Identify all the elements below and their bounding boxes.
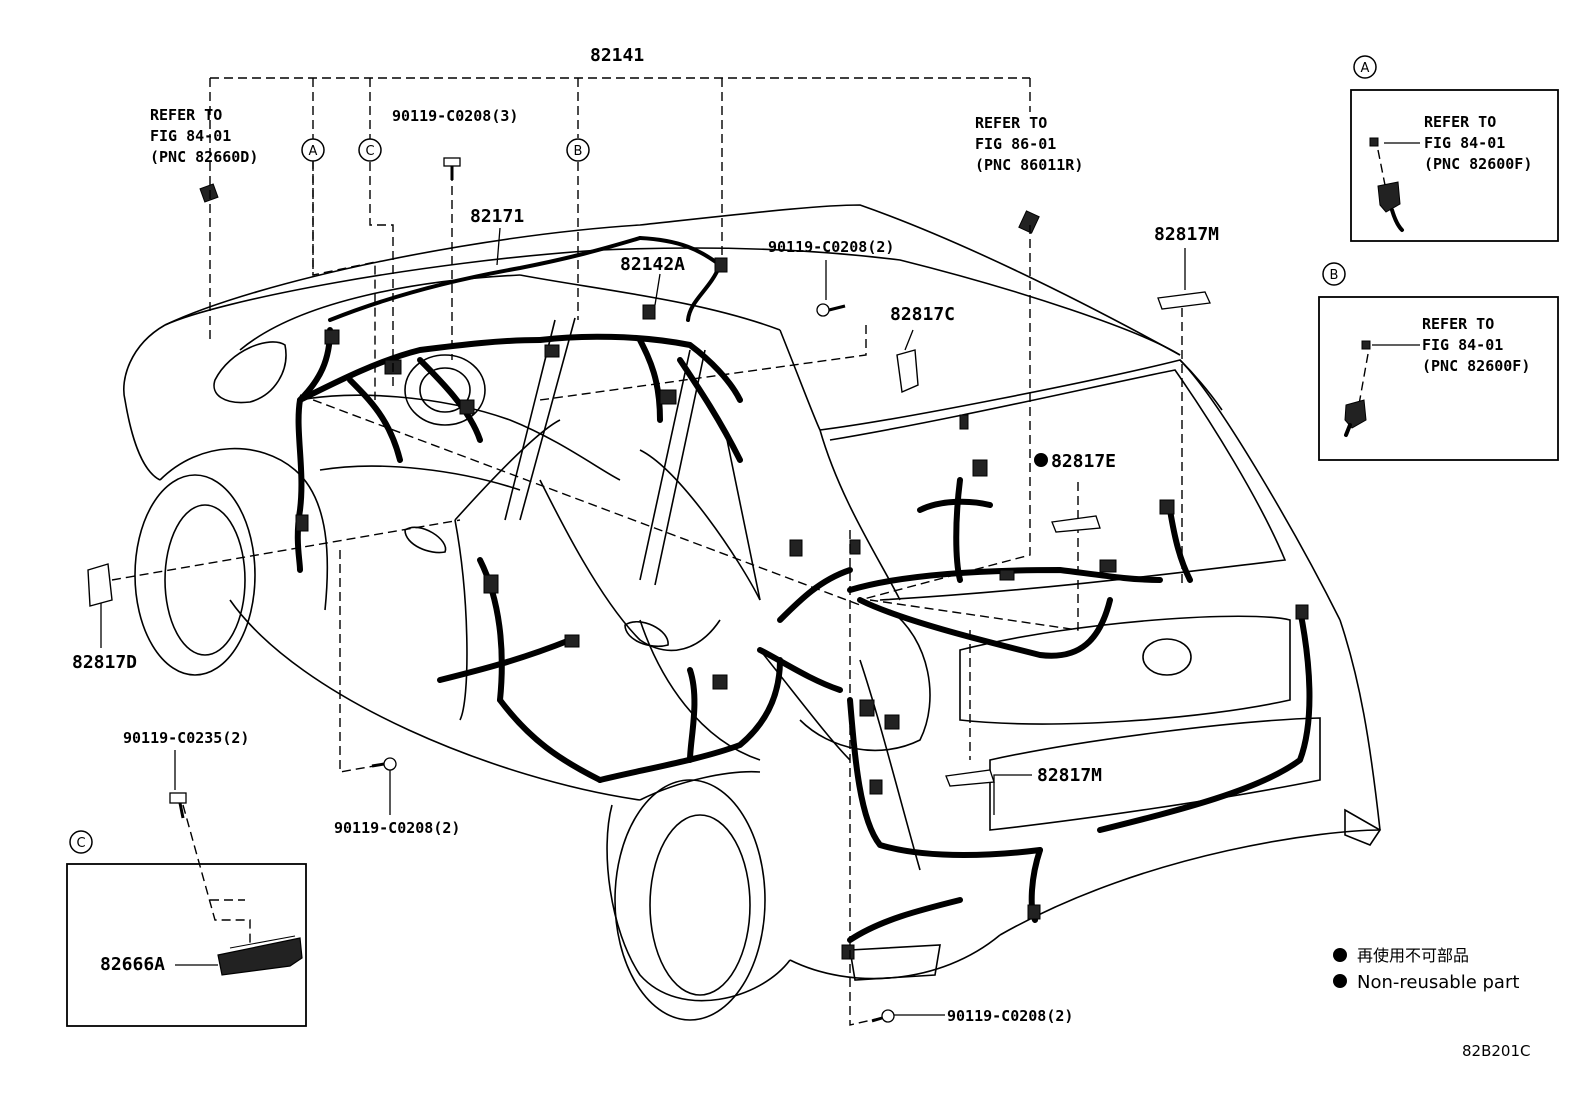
clip-82817d-icon [87, 563, 113, 607]
connector-82600f-icon [1344, 399, 1367, 429]
callout-dashed-lines [111, 77, 1386, 1026]
part-label-82142a: 82142A [620, 254, 685, 275]
refer-line: (PNC 82600F) [1424, 155, 1532, 173]
part-label-82171: 82171 [470, 206, 524, 227]
non-reusable-dot-icon [1333, 974, 1347, 988]
refer-line: FIG 84-01 [150, 127, 231, 145]
junction-block-82666a-icon [217, 937, 303, 976]
part-label-82817m-bottom: 82817M [1037, 765, 1102, 786]
part-label-82141: 82141 [590, 45, 644, 66]
harness-main [294, 236, 1313, 943]
refer-line: REFER TO [975, 114, 1047, 132]
inset-c: C [66, 830, 307, 1027]
legend-en: Non-reusable part [1357, 972, 1519, 993]
refer-line: REFER TO [1424, 113, 1496, 131]
tag-letter: A [309, 144, 318, 159]
tag-letter: C [365, 144, 374, 159]
tag-c-main: C [358, 138, 382, 162]
tag-a-main: A [301, 138, 325, 162]
callout-solid-lines [100, 142, 1420, 1016]
inset-a: A REFER TO FIG 84-01 (PNC 82600F) [1350, 55, 1559, 242]
legend-jp: 再使用不可部品 [1357, 946, 1469, 965]
tag-b-main: B [566, 138, 590, 162]
tag-letter: B [574, 144, 583, 159]
label-sheet-82817m-icon [1157, 291, 1211, 310]
part-label-82817c: 82817C [890, 304, 955, 325]
refer-line: REFER TO [150, 106, 222, 124]
clip-82817c-icon [896, 349, 919, 394]
bolt-label-c0208-2-mid: 90119-C0208(2) [334, 819, 460, 837]
refer-line: FIG 84-01 [1422, 336, 1503, 354]
non-reusable-dot-icon [1333, 948, 1347, 962]
refer-line: (PNC 86011R) [975, 156, 1083, 174]
bolt-icon [816, 303, 846, 317]
non-reusable-dot-icon [1034, 453, 1048, 467]
tag-letter: A [1361, 61, 1370, 76]
fasteners-and-clips [87, 157, 1211, 1023]
refer-line: FIG 84-01 [1424, 134, 1505, 152]
refer-block-right: REFER TO FIG 86-01 (PNC 86011R) [975, 114, 1083, 174]
bolt-label-c0208-2-bottom: 90119-C0208(2) [947, 1007, 1073, 1025]
connector-82600f-icon [1377, 181, 1401, 213]
inset-b: B REFER TO FIG 84-01 (PNC 82600F) [1318, 262, 1559, 461]
refer-block-left: REFER TO FIG 84-01 (PNC 82660D) [150, 106, 258, 166]
refer-line: FIG 86-01 [975, 135, 1056, 153]
harness-connectors [199, 183, 1309, 960]
tag-letter: B [1330, 268, 1339, 283]
refer-line: (PNC 82600F) [1422, 357, 1530, 375]
vehicle-body-outline [123, 204, 1382, 1021]
bolt-icon [169, 792, 187, 819]
legend: 再使用不可部品 Non-reusable part [1333, 946, 1519, 993]
bolt-label-c0235-2: 90119-C0235(2) [123, 729, 249, 747]
part-label-82817m-top: 82817M [1154, 224, 1219, 245]
label-sheet-82817e-icon [1051, 515, 1101, 533]
bolt-icon [443, 157, 461, 180]
refer-line: (PNC 82660D) [150, 148, 258, 166]
figure-code: 82B201C [1462, 1042, 1530, 1060]
refer-line: REFER TO [1422, 315, 1494, 333]
bolt-icon [371, 757, 397, 771]
bolt-label-c0208-2-top: 90119-C0208(2) [768, 238, 894, 256]
label-sheet-82817m-lower-icon [945, 769, 995, 787]
part-label-82817e: 82817E [1051, 451, 1116, 472]
bolt-icon [871, 1009, 895, 1023]
part-label-82666a: 82666A [100, 954, 165, 975]
part-label-82817d: 82817D [72, 652, 137, 673]
tag-letter: C [76, 836, 85, 851]
bolt-label-c0208-3: 90119-C0208(3) [392, 107, 518, 125]
